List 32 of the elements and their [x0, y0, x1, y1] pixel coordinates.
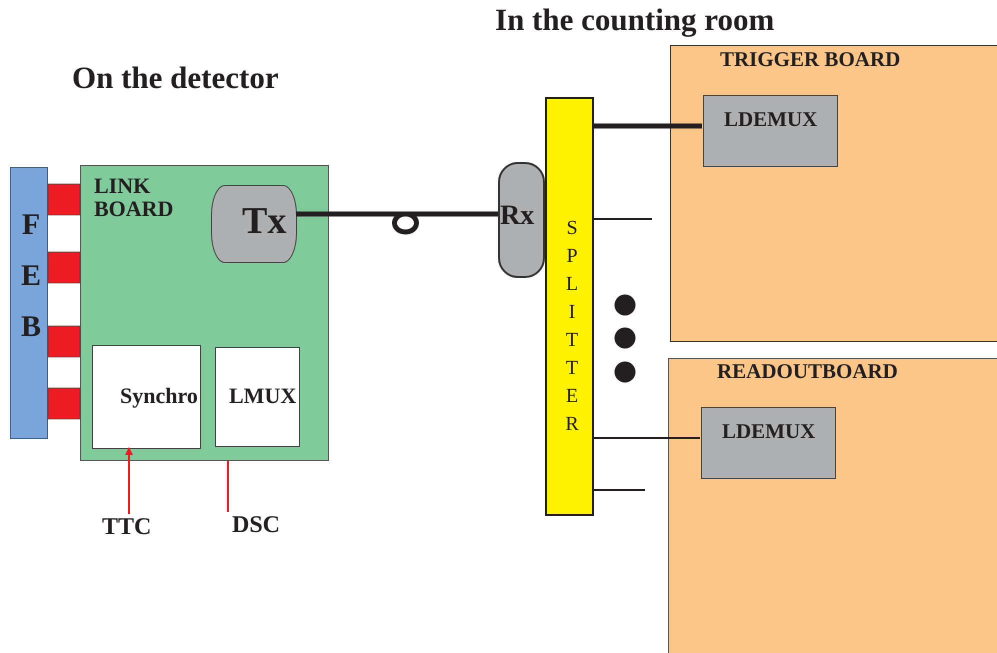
- signal-label: DSC: [232, 512, 280, 538]
- module-box: [703, 95, 838, 167]
- module-label: Tx: [242, 202, 286, 242]
- splitter-bar: [545, 97, 594, 516]
- connector-line: [227, 461, 229, 512]
- splitter-label: SPLITTER: [561, 217, 582, 441]
- connector-line: [594, 489, 645, 491]
- readout-board-panel: [668, 358, 997, 653]
- board-title: TRIGGER BOARD: [720, 48, 900, 70]
- connector-line: [594, 437, 700, 439]
- heading: On the detector: [72, 60, 279, 96]
- module-box: [701, 407, 836, 479]
- receiver-module: [498, 162, 545, 278]
- signal-label: TTC: [102, 514, 152, 540]
- front-end-board: [10, 167, 48, 439]
- transmitter-module: [211, 185, 297, 263]
- module-label: LDEMUX: [722, 420, 816, 442]
- trigger-board-panel: [670, 45, 997, 342]
- board-title: FEB: [15, 208, 46, 361]
- connector-line: [594, 218, 652, 220]
- module-box: [92, 345, 201, 449]
- module-label: Rx: [500, 201, 534, 230]
- module-box: [215, 347, 300, 447]
- module-label: LDEMUX: [724, 108, 818, 130]
- heading: In the counting room: [495, 2, 774, 38]
- board-title: LINK BOARD: [94, 174, 174, 220]
- link-board-panel: [80, 165, 329, 461]
- arrow: [125, 447, 133, 514]
- board-title: READOUTBOARD: [717, 360, 898, 382]
- connector-line: [594, 124, 702, 128]
- module-label: Synchro: [120, 384, 198, 408]
- module-label: LMUX: [229, 384, 296, 408]
